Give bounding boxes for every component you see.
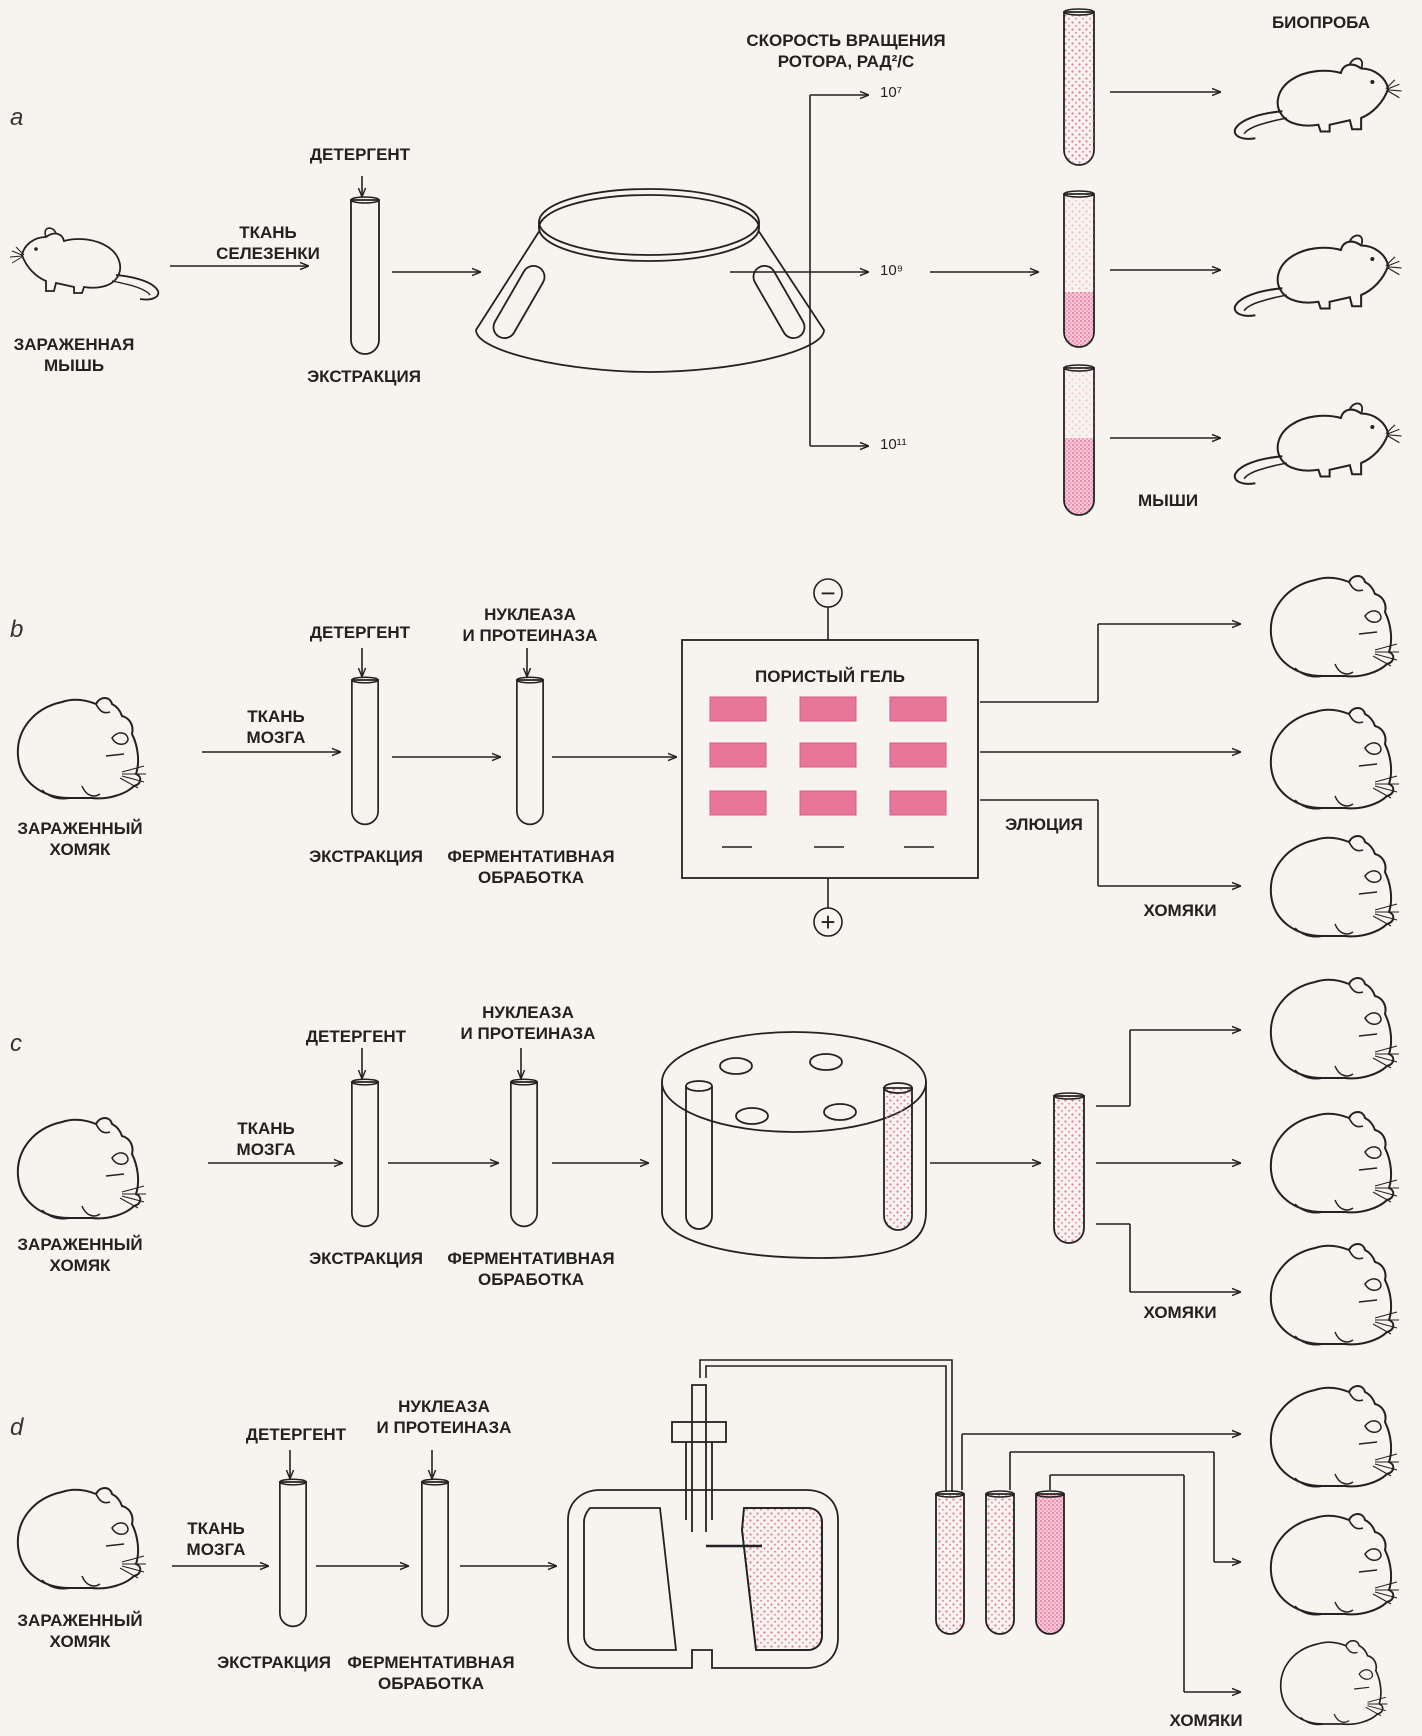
panel-letter-a: a [10,104,24,131]
detergent-label-d: ДЕТЕРГЕНТ [245,1425,347,1444]
hamster-icon-b-2 [1269,706,1401,810]
hamster-arrows-c [1096,1030,1240,1292]
detergent-label-a: ДЕТЕРГЕНТ [309,145,411,164]
hamster-icon-b-1 [1269,574,1401,678]
panel-letter-d: d [10,1414,24,1441]
elution-arrows [980,624,1240,886]
speed-branch-arrows [730,92,1220,446]
elution-chamber-d [567,1359,953,1669]
bioassay-mouse-icon-1 [1235,58,1402,138]
extraction-tube-d-icon [278,1478,308,1628]
speed-label-1: 10⁷ [880,84,903,101]
speed-label-2: 10⁹ [880,262,904,279]
treatment-label-c: ФЕРМЕНТАТИВНАЯ ОБРАБОТКА [447,1249,615,1289]
elution-label: ЭЛЮЦИЯ [1005,815,1083,834]
brain-tissue-label-d: ТКАНЬ МОЗГА [186,1519,246,1559]
gel-electrophoresis-box [681,578,979,937]
speed-label-3: 10¹¹ [880,436,907,453]
infected-hamster-icon-c [16,1117,148,1220]
brain-tissue-label-b: ТКАНЬ МОЗГА [246,707,306,747]
extraction-label-c: ЭКСТРАКЦИЯ [309,1249,423,1268]
hamsters-label-b: ХОМЯКИ [1143,901,1217,920]
enzyme-label-b: НУКЛЕАЗА И ПРОТЕИНАЗА [462,605,598,645]
detergent-label-c: ДЕТЕРГЕНТ [305,1027,407,1046]
extraction-label-a: ЭКСТРАКЦИЯ [307,367,421,386]
hamster-icon-c-1 [1269,976,1401,1080]
rotor-speed-title: СКОРОСТЬ ВРАЩЕНИЯ РОТОРА, РАД²/С [746,31,946,71]
hamster-icon-d-2 [1269,1512,1401,1616]
enzyme-tube-b-icon [515,676,545,826]
enzyme-label-d: НУКЛЕАЗА И ПРОТЕИНАЗА [376,1397,512,1437]
enzyme-label-c: НУКЛЕАЗА И ПРОТЕИНАЗА [460,1003,596,1043]
enzyme-tube-d-icon [420,1478,450,1628]
infected-mouse-icon [9,227,160,301]
infected-mouse-label: ЗАРАЖЕННАЯ МЫШЬ [13,335,135,375]
detergent-label-b: ДЕТЕРГЕНТ [309,623,411,642]
extraction-tube-c-icon [350,1078,380,1228]
brain-tissue-label-c: ТКАНЬ МОЗГА [236,1119,296,1159]
bioassay-label: БИОПРОБА [1271,13,1371,32]
plus-electrode: + [820,907,836,937]
treatment-label-b: ФЕРМЕНТАТИВНАЯ ОБРАБОТКА [447,847,615,887]
gel-label: ПОРИСТЫЙ ГЕЛЬ [755,667,905,686]
hamster-icon-c-2 [1269,1110,1401,1214]
infected-hamster-label-b: ЗАРАЖЕННЫЙ ХОМЯК [17,819,143,859]
extraction-label-b: ЭКСТРАКЦИЯ [309,847,423,866]
hamster-icon-d-3 [1279,1639,1389,1726]
treatment-label-d: ФЕРМЕНТАТИВНАЯ ОБРАБОТКА [347,1653,515,1693]
minus-electrode: − [820,578,836,608]
collection-tubes-d [935,1490,1065,1635]
extraction-tube-icon [350,196,380,355]
infected-hamster-label-c: ЗАРАЖЕННЫЙ ХОМЯК [17,1235,143,1275]
hamsters-label-c: ХОМЯКИ [1143,1303,1217,1322]
centrifuge-rotor-icon [475,188,825,373]
hamster-arrows-d [961,1434,1240,1692]
panel-letter-c: c [10,1030,22,1057]
infected-hamster-label-d: ЗАРАЖЕННЫЙ ХОМЯК [17,1611,143,1651]
bioassay-mouse-icon-2 [1235,235,1402,315]
infected-hamster-icon-d [16,1487,148,1590]
centrifuged-tubes [1063,8,1095,516]
hamster-icon-b-3 [1269,834,1401,938]
infected-hamster-icon-b [16,697,148,800]
mice-label: МЫШИ [1137,491,1199,510]
extraction-tube-b-icon [350,676,380,826]
ultracentrifuge-rotor-c [661,1031,927,1259]
extraction-label-d: ЭКСТРАКЦИЯ [217,1653,331,1672]
hamster-icon-c-3 [1269,1242,1401,1346]
panel-letter-b: b [10,616,24,643]
hamster-icon-d-1 [1269,1384,1401,1488]
fraction-tube-c [1053,1092,1085,1244]
hamsters-label-d: ХОМЯКИ [1169,1711,1243,1730]
spleen-tissue-label: ТКАНЬ СЕЛЕЗЕНКИ [216,223,320,263]
bioassay-mouse-icon-3 [1235,403,1402,483]
enzyme-tube-c-icon [509,1078,539,1228]
